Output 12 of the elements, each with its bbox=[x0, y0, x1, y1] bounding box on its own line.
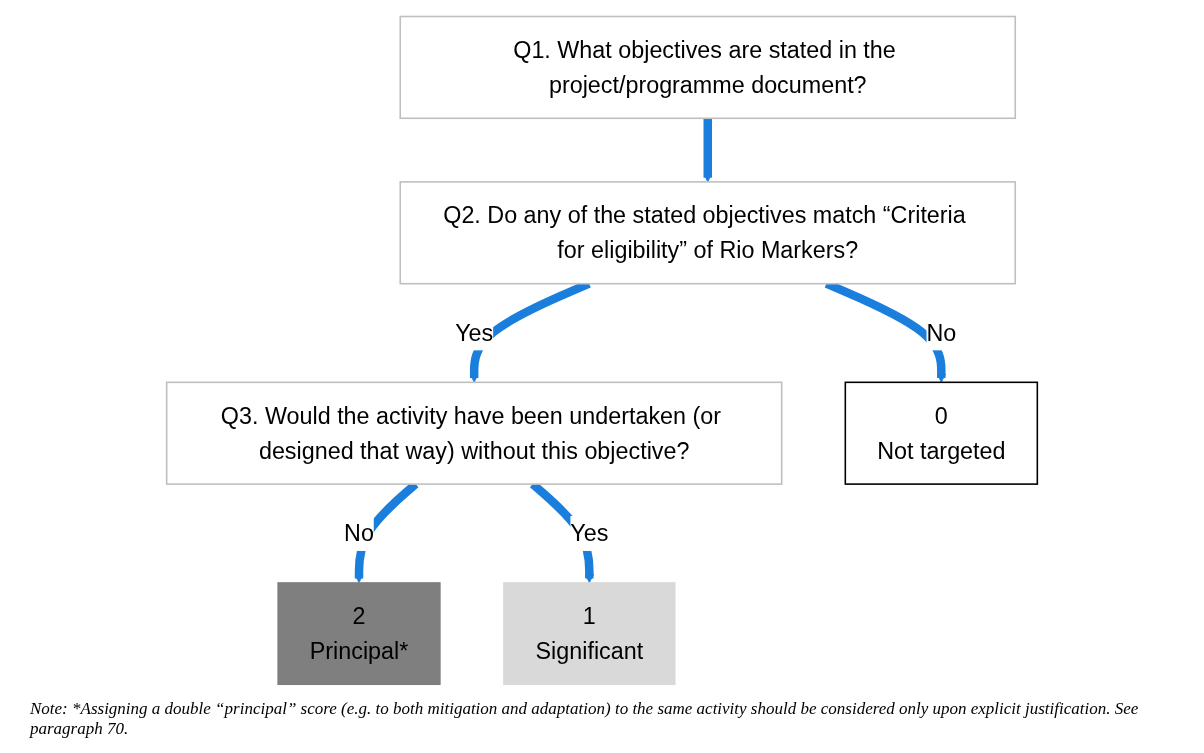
arrow bbox=[703, 118, 713, 183]
note-caption: Note: *Assigning a double “principal” score (e.g. to both mitigation and adaptation) to the same activity should be considered only upon explicit justification. See paragraph 70. bbox=[30, 699, 1140, 739]
edge-label: No bbox=[344, 520, 374, 547]
node-box: 1 Significant bbox=[503, 582, 676, 686]
node-box: 0 Not targeted bbox=[844, 381, 1039, 485]
node-box: 2 Principal* bbox=[277, 582, 441, 686]
edge-label: No bbox=[926, 319, 957, 347]
edge-label: Yes bbox=[455, 319, 494, 347]
node-box: Q3. Would the activity have been undertaken (or designed that way) without this objective? bbox=[165, 381, 783, 485]
node-box: Q2. Do any of the stated objectives match “Criteria for eligibility” of Rio Markers? bbox=[399, 181, 1017, 285]
edge-label: Yes bbox=[570, 520, 609, 547]
node-box: Q1. What objectives are stated in the project/programme document? bbox=[399, 15, 1017, 120]
